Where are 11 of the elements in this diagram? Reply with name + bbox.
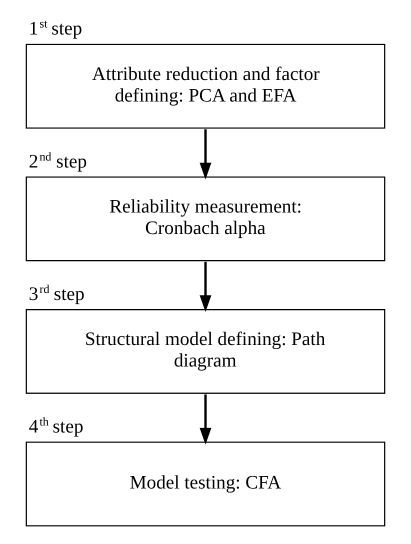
node-box: Model testing: CFA bbox=[26, 442, 386, 526]
arrow bbox=[200, 129, 212, 180]
node-label: 2$^{nd}$ step bbox=[28, 149, 87, 172]
node-box: Reliability measurement: Cronbach alpha bbox=[26, 176, 386, 262]
arrow bbox=[200, 262, 212, 312]
node-box: Attribute reduction and factor defining: PCA and EFA bbox=[26, 44, 386, 129]
node-label: 1$^{st}$ step bbox=[28, 16, 82, 40]
node-label: 3$^{rd}$ step bbox=[28, 282, 85, 305]
node-box: Structural model defining: Path diagram bbox=[26, 309, 386, 394]
arrow bbox=[200, 394, 212, 445]
node-label: 4$^{th}$ step bbox=[28, 414, 84, 438]
